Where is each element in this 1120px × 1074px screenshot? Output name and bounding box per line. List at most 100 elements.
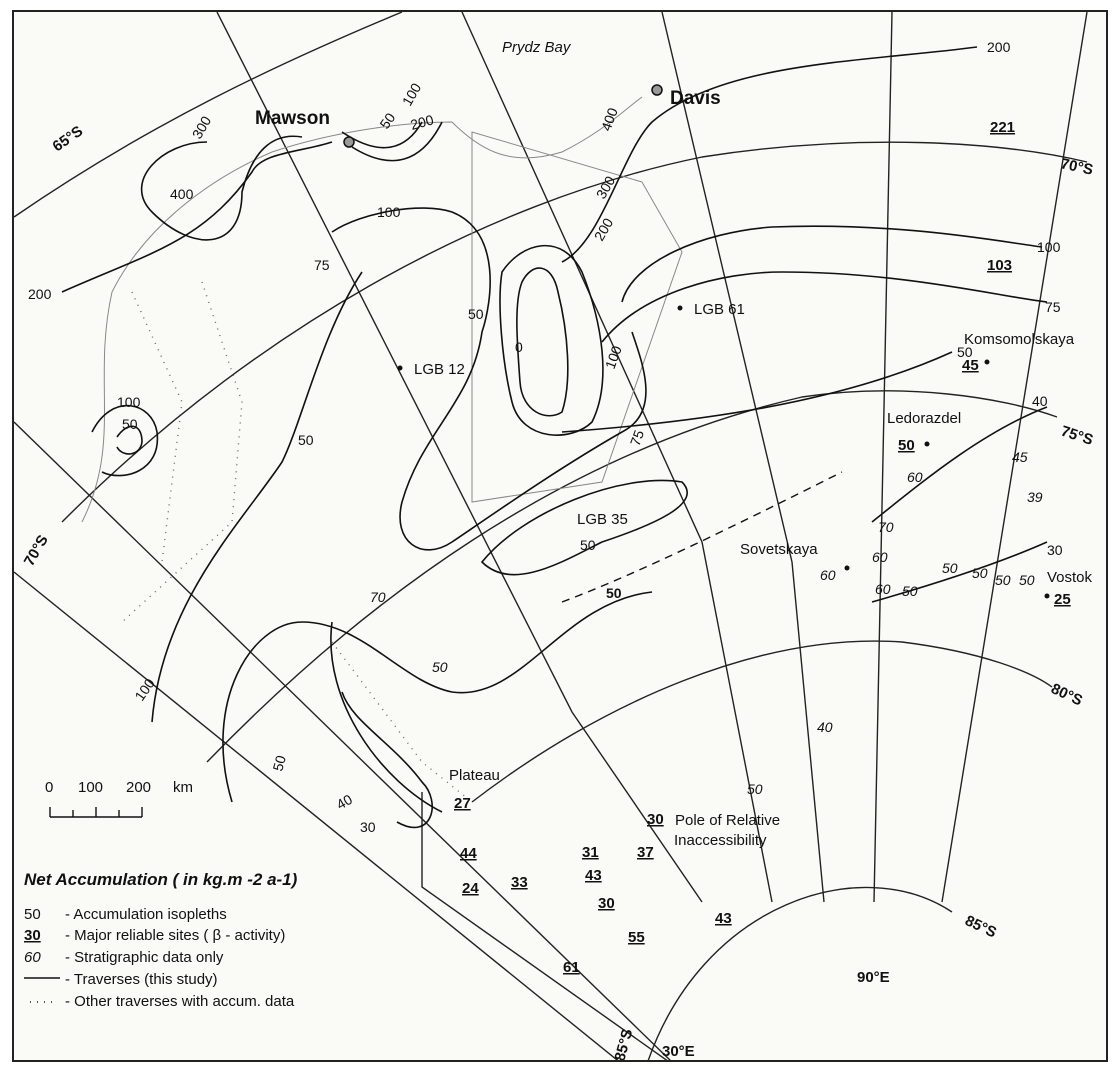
isopleth-label: 200 [591, 215, 617, 243]
other-traverse-1 [121, 281, 243, 623]
strat-value: 39 [1027, 489, 1043, 505]
sovetskaya-marker [844, 565, 850, 571]
isopleth-label: 400 [170, 186, 194, 202]
site-value: 33 [511, 874, 528, 891]
isopleth-label: 50 [269, 753, 289, 772]
isopleth-mawson-100 [351, 121, 443, 162]
accumulation-map: Prydz Bay Mawson Davis LGB 61 LGB 12 LGB… [12, 10, 1108, 1062]
isopleth-75-right [601, 271, 1048, 343]
label-lat-65: 65°S [50, 123, 87, 156]
label-plateau: Plateau [449, 767, 500, 784]
isopleth-30-right [871, 541, 1048, 603]
isopleth-label: 200 [28, 286, 52, 302]
site-value: 37 [637, 844, 654, 861]
isopleth-label: 50 [606, 585, 622, 601]
site-value: 43 [585, 867, 602, 884]
isopleth-label: 100 [117, 394, 141, 410]
scale-tick-200: 200 [126, 779, 151, 796]
label-lgb35: LGB 35 [577, 511, 628, 528]
site-value: 43 [715, 910, 732, 927]
latitude-75-line [206, 390, 1058, 763]
isopleth-label: 300 [593, 173, 619, 201]
isopleth-label: 40 [1032, 393, 1048, 409]
site-value: 44 [460, 845, 477, 862]
isopleth-inner-0 [516, 267, 569, 417]
label-davis: Davis [670, 88, 721, 109]
site-value: 103 [987, 257, 1012, 274]
scale-unit: km [173, 779, 193, 796]
strat-value: 60 [907, 469, 923, 485]
isopleth-label: 50 [957, 344, 973, 360]
isopleth-label: 30 [1047, 542, 1063, 558]
isopleth-komsomolskaya-50 [561, 351, 953, 433]
strat-value: 50 [432, 659, 448, 675]
strat-value: 70 [370, 589, 386, 605]
label-lgb61: LGB 61 [694, 301, 745, 318]
legend-row2-text: - Major reliable sites ( β - activity) [65, 927, 285, 944]
strat-value: 50 [995, 572, 1011, 588]
isopleth-75-center [331, 207, 647, 551]
label-lat-75: 75°S [1059, 423, 1095, 449]
latitude-80-line [471, 640, 1053, 803]
ledorazdel-marker [924, 441, 930, 447]
isopleth-bottomleft-30 [341, 691, 433, 829]
meridian-line-6 [873, 12, 893, 903]
vostok-marker [1044, 593, 1050, 599]
isopleth-bottomleft-50 [222, 591, 653, 803]
isopleth-label: 75 [627, 428, 647, 448]
isopleth-label: 200 [987, 39, 1011, 55]
strat-value: 50 [902, 583, 918, 599]
scale-tick-100: 100 [78, 779, 103, 796]
isopleth-label: 100 [602, 343, 625, 371]
isopleth-300-400 [140, 135, 303, 241]
coastline [81, 96, 643, 523]
isopleth-label: 30 [360, 819, 376, 835]
site-value: 30 [598, 895, 615, 912]
site-value: 25 [1054, 591, 1071, 608]
meridian-line-7 [941, 12, 1088, 903]
isopleth-inner-50 [499, 244, 604, 436]
isopleth-label: 75 [1045, 299, 1061, 315]
meridian-line-3 [216, 12, 703, 903]
isopleth-label: 400 [598, 105, 621, 133]
other-traverse-2 [131, 291, 183, 563]
legend-row1-text: - Accumulation isopleths [65, 906, 227, 923]
isopleth-left-100 [91, 404, 159, 477]
strat-value: 45 [1012, 449, 1028, 465]
isopleth-label: 50 [122, 416, 138, 432]
legend-row3-key: 60 [24, 949, 41, 966]
isopleth-200-left [61, 141, 333, 293]
site-value: 55 [628, 929, 645, 946]
lgb61-marker [677, 305, 683, 311]
latitude-70-line [61, 141, 1088, 523]
meridian-line-2 [14, 571, 619, 1060]
legend-title: Net Accumulation ( in kg.m -2 a-1) [24, 870, 298, 889]
legend-row4-text: - Traverses (this study) [65, 971, 218, 988]
strat-value: 60 [872, 549, 888, 565]
isopleth-40-right [871, 406, 1048, 523]
site-value: 50 [898, 437, 915, 454]
scale-bar: 0 100 200 km [45, 779, 193, 818]
isopleth-lgb61-100 [621, 225, 1043, 303]
strat-value: 60 [820, 567, 836, 583]
isopleth-label: 200 [409, 111, 436, 133]
isopleth-200-top [561, 46, 978, 263]
isopleth-lgb35-50 [480, 479, 688, 576]
latitude-65-line [14, 12, 403, 218]
strat-value: 40 [817, 719, 833, 735]
isopleth-label: 100 [377, 204, 401, 220]
legend-row1-key: 50 [24, 906, 41, 923]
map-canvas: Prydz Bay Mawson Davis LGB 61 LGB 12 LGB… [14, 12, 1095, 1060]
isopleth-label: 100 [1037, 239, 1061, 255]
isopleth-label: 300 [189, 113, 215, 141]
legend: Net Accumulation ( in kg.m -2 a-1) 50 - … [24, 870, 298, 1010]
komsomolskaya-marker [984, 359, 990, 365]
label-ledorazdel: Ledorazdel [887, 410, 961, 427]
isopleth-label: 50 [468, 306, 484, 322]
strat-value: 50 [747, 781, 763, 797]
site-value: 31 [582, 844, 599, 861]
isopleth-label: 40 [334, 791, 356, 813]
davis-marker [651, 84, 663, 96]
meridian-line-5 [661, 12, 825, 903]
isopleth-label: 50 [580, 537, 596, 553]
